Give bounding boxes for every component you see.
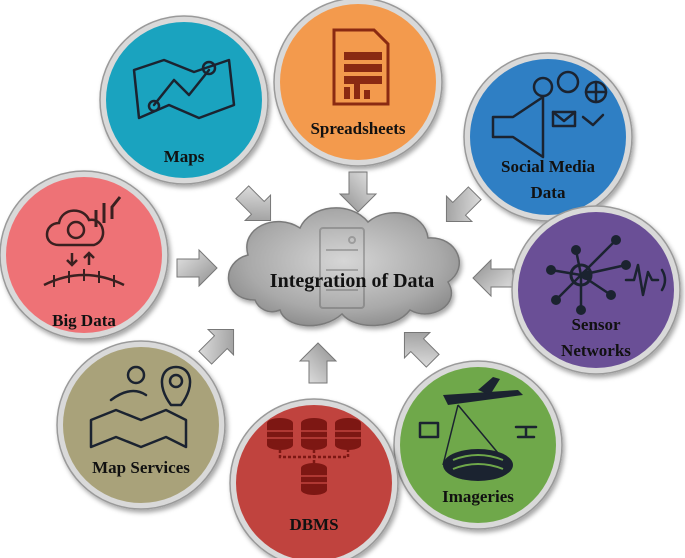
arrow-map-services	[198, 328, 235, 365]
cloud-data-icon	[43, 196, 125, 287]
node-label: Imageries	[442, 487, 514, 506]
node-label: Big Data	[52, 311, 116, 330]
spreadsheet-icon	[332, 28, 390, 106]
arrow-social-media	[445, 186, 482, 223]
arrow-imageries	[403, 331, 440, 368]
node-label: Sensor	[571, 315, 621, 334]
node-label: DBMS	[289, 515, 338, 534]
node-label: Networks	[561, 341, 631, 360]
node-circle	[518, 212, 674, 368]
node-label: Map Services	[92, 458, 190, 477]
arrow-spreadsheets	[338, 171, 378, 213]
arrow-maps	[235, 185, 272, 222]
node-dbms: DBMS	[229, 398, 399, 558]
database-icon	[267, 418, 361, 495]
inflow-arrows	[176, 171, 514, 384]
megaphone-icon	[491, 70, 608, 159]
central-cloud	[227, 207, 460, 327]
node-imageries: Imageries	[393, 360, 563, 530]
arrow-sensor	[472, 258, 514, 298]
node-big-data: Big Data	[0, 170, 169, 340]
server-icon	[319, 227, 365, 309]
center-title: Integration of Data	[270, 270, 434, 292]
sensor-network-icon	[546, 235, 667, 315]
arrow-dbms	[298, 342, 338, 384]
node-label: Spreadsheets	[310, 119, 405, 138]
map-route-icon	[132, 58, 236, 120]
node-circle	[6, 177, 162, 333]
node-map-services: Map Services	[56, 340, 226, 510]
node-label: Social Media	[501, 157, 595, 176]
node-label: Data	[531, 183, 566, 202]
node-maps: Maps	[99, 15, 269, 185]
node-spreadsheets: Spreadsheets	[273, 0, 443, 167]
node-circle	[400, 367, 556, 523]
map-service-icon	[89, 365, 192, 449]
node-label: Maps	[164, 147, 205, 166]
arrow-big-data	[176, 248, 218, 288]
aircraft-imaging-icon	[418, 377, 538, 481]
